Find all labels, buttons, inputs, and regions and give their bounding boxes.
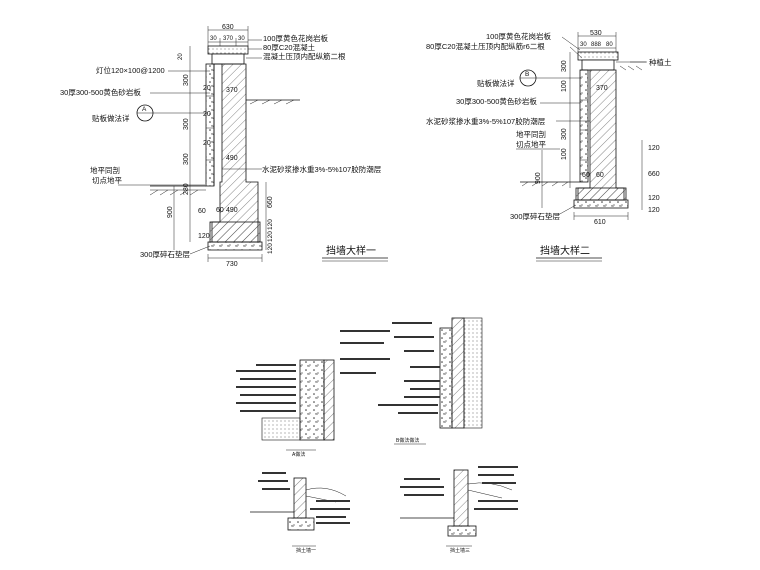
wall-detail-2: 530 30 888 80 种植土 610 100厚黄色花岗岩板 80厚C20混… <box>426 30 672 262</box>
d2-ground-label-1: 地平同剖 <box>516 129 546 139</box>
d1-left-dim-10: 120 <box>198 233 210 240</box>
d2-ground-label-2: 切点地平 <box>516 139 546 149</box>
d2-stone-facing <box>579 69 589 183</box>
d2-bottom-dim: 610 <box>594 219 606 226</box>
d1-left-dim-9: 900 <box>167 206 174 218</box>
small-detail-d: 挡土墙三 <box>400 466 518 554</box>
d1-gravel-label: 300厚碎石垫层 <box>140 249 191 259</box>
wall-detail-1: 630 30 370 30 730 100厚黄色花 <box>60 24 388 268</box>
small-detail-a: A做法 <box>236 359 335 458</box>
d1-right-dim-1: 120 <box>267 219 274 230</box>
d2-right-dim-3: 120 <box>648 207 660 214</box>
d2-note-granite: 100厚黄色花岗岩板 <box>486 31 552 41</box>
d1-gravel-bed <box>207 241 263 251</box>
small-detail-c: 挡土墙一 <box>250 472 350 554</box>
d2-inner-dim-0: 370 <box>596 85 608 92</box>
d2-gravel-label: 300厚碎石垫层 <box>510 211 561 221</box>
d2-top-dim-c: 80 <box>606 42 613 48</box>
d1-ground-label-1: 地平同剖 <box>90 165 120 175</box>
d2-top-dim-total: 530 <box>590 30 602 37</box>
small-c-caption: 挡土墙一 <box>296 547 316 554</box>
d1-right-dim-3: 120 <box>267 243 274 254</box>
d1-left-dim-7: 280 <box>183 183 190 195</box>
d1-note-concrete: 80厚C20混凝土 <box>263 42 316 52</box>
d2-left-dim-1: 100 <box>561 80 568 92</box>
d1-note-granite: 100厚黄色花岗岩板 <box>263 33 329 43</box>
d1-left-dim-5: 20 <box>203 140 211 147</box>
d1-left-dim-6: 300 <box>183 153 190 165</box>
d2-note-concrete: 80厚C20混凝土压顶内配纵筋r6二根 <box>426 41 545 51</box>
d2-inner-dim-1: 60 <box>596 172 604 179</box>
small-a-caption: A做法 <box>292 451 305 458</box>
d2-right-dim-2: 120 <box>648 195 660 202</box>
d2-callout-text: 贴板做法详 <box>477 78 515 88</box>
d2-callout-letter: B <box>525 71 529 78</box>
d1-callout-letter: A <box>142 106 147 113</box>
d2-left-dim-0: 300 <box>561 60 568 72</box>
d1-ground-label-2: 切点地平 <box>92 175 122 185</box>
d2-right-dim-0: 120 <box>648 145 660 152</box>
d1-left-dim-8: 60 <box>198 208 206 215</box>
d1-inner-dim-3: 490 <box>226 207 238 214</box>
d1-title: 挡墙大样一 <box>326 244 376 257</box>
d1-right-dim-2: 120 <box>267 231 274 242</box>
d2-title: 挡墙大样二 <box>540 244 590 257</box>
d1-bottom-dim: 730 <box>226 261 238 268</box>
d1-right-dim-0: 660 <box>267 196 274 208</box>
d1-left-dim-1: 20 <box>203 85 211 92</box>
d1-coping <box>207 45 249 55</box>
d2-left-dim-4: 900 <box>535 172 542 184</box>
d1-note-rebar: 混凝土压顶内配纵筋二根 <box>263 51 346 61</box>
d2-top-dim-b: 888 <box>591 42 602 48</box>
d2-gravel-bed <box>573 199 629 209</box>
d2-stone-label: 30厚300-500黄色砂岩板 <box>456 96 537 106</box>
d2-top-dim-a: 30 <box>580 42 587 48</box>
d2-coping <box>577 51 619 61</box>
small-d-caption: 挡土墙三 <box>450 547 470 554</box>
d1-inner-dim-1: 490 <box>226 155 238 162</box>
d1-waterproof-label: 水泥砂浆掺水重3%-5%107胶防潮层 <box>262 164 382 174</box>
d1-callout-text: 贴板做法详 <box>92 113 130 123</box>
d1-top-dim-a: 30 <box>210 36 217 42</box>
d1-lamp-label: 灯位120×100@1200 <box>96 65 165 75</box>
small-b-caption: B做法做法 <box>396 437 419 444</box>
d1-top-dim-b: 370 <box>223 36 234 42</box>
d1-left-dim-0: 20 <box>178 53 184 60</box>
d2-left-dim-3: 100 <box>561 148 568 160</box>
d2-waterproof-label: 水泥砂浆掺水重3%-5%107胶防潮层 <box>426 116 546 126</box>
small-detail-b: B做法做法 <box>340 317 483 445</box>
d1-stone-facing <box>205 63 215 187</box>
d1-top-dim-c: 30 <box>238 36 245 42</box>
d1-left-dim-4: 300 <box>183 118 190 130</box>
d1-inner-dim-2: 60 <box>216 207 224 214</box>
d1-top-dim-total: 630 <box>222 24 234 31</box>
d1-stone-label: 30厚300-500黄色砂岩板 <box>60 87 141 97</box>
d2-soil-label: 种植土 <box>649 57 672 67</box>
d2-left-dim-2: 300 <box>561 128 568 140</box>
d2-right-dim-1: 660 <box>648 171 660 178</box>
d2-inner-dim-2: 60 <box>582 172 590 179</box>
d1-inner-dim-0: 370 <box>226 87 238 94</box>
d1-left-dim-3: 20 <box>203 111 211 118</box>
d1-left-dim-2: 300 <box>183 74 190 86</box>
